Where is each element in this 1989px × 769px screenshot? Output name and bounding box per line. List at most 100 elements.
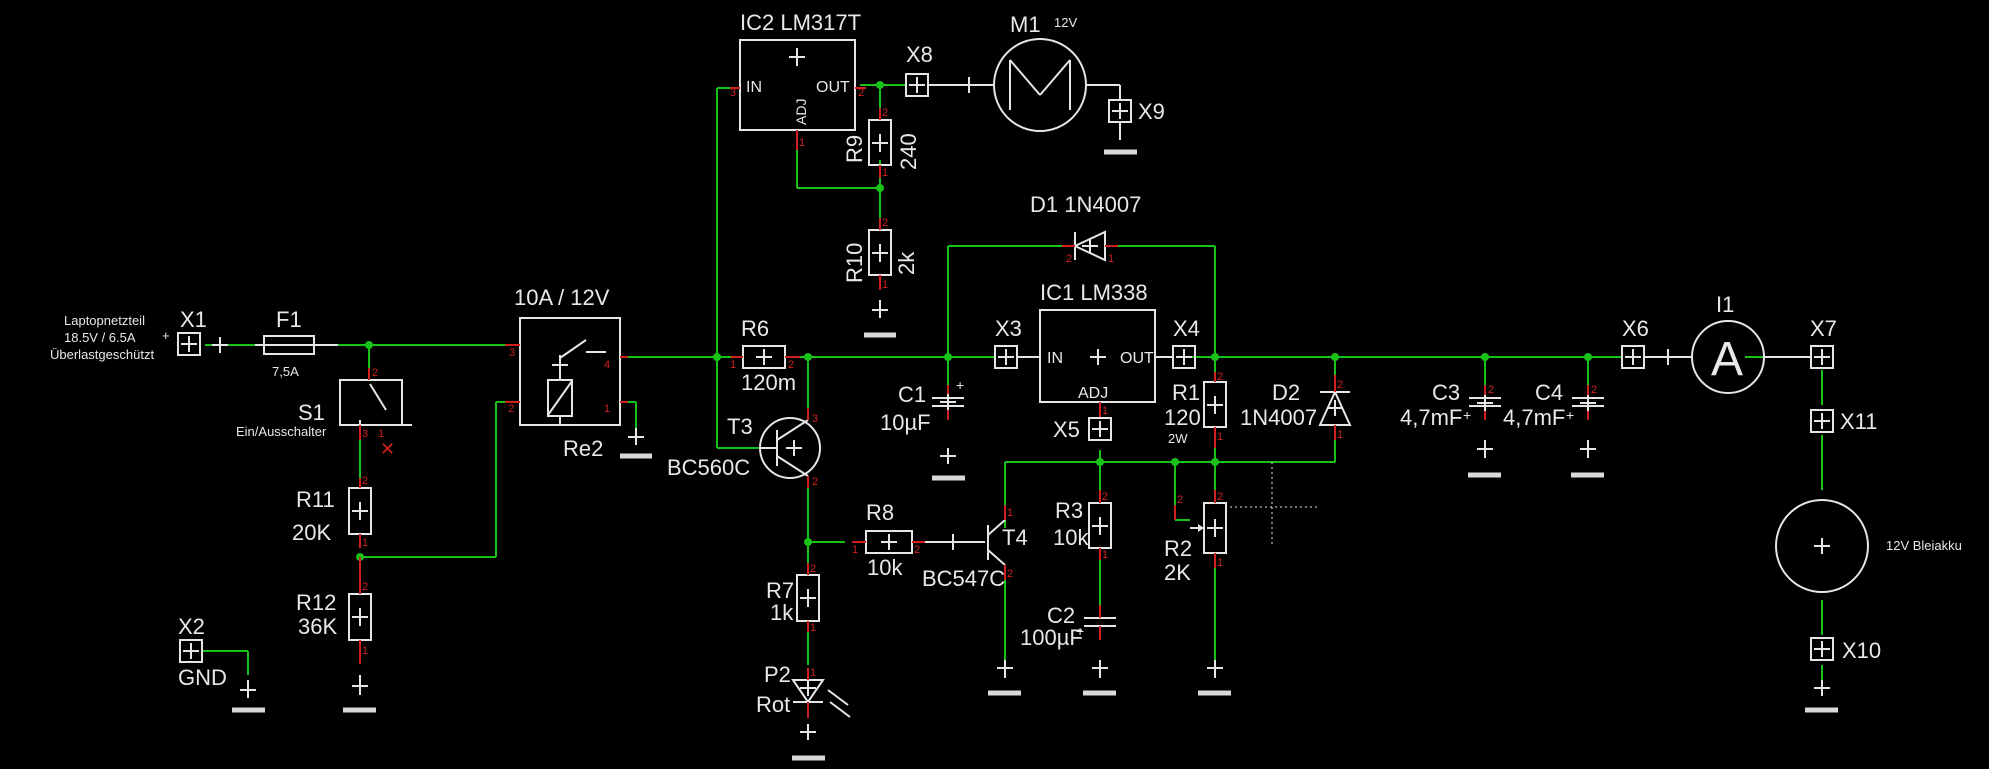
connector-x2[interactable]: X2 GND: [178, 614, 227, 690]
capacitor-c3[interactable]: 2 C3 4,7mF +: [1400, 380, 1501, 430]
led-p2[interactable]: 1 P2 Rot: [756, 662, 851, 740]
junctions: [356, 81, 1592, 561]
relay-re2[interactable]: 3 2 4 1 10A / 12V Re2: [505, 285, 628, 461]
relay-label: Re2: [563, 436, 603, 461]
resistor-r1[interactable]: 2 1 R1 120 2W: [1164, 371, 1227, 448]
f1-label: F1: [276, 307, 302, 332]
resistor-r9[interactable]: 2 1 R9 240: [842, 107, 921, 179]
resistor-r8[interactable]: 1 2 R8 10k: [852, 500, 925, 580]
t3-value: BC560C: [667, 455, 750, 480]
r12-label: R12: [296, 590, 336, 615]
svg-text:3: 3: [362, 428, 368, 440]
svg-text:4: 4: [604, 359, 610, 371]
x7-label: X7: [1810, 316, 1837, 341]
svg-text:1: 1: [604, 403, 610, 415]
r11-label: R11: [296, 487, 335, 512]
ic1-adj: ADJ: [1078, 385, 1108, 402]
svg-text:3: 3: [509, 347, 515, 359]
svg-text:1: 1: [730, 359, 736, 371]
resistor-r12[interactable]: 2 1 R12 36K: [296, 557, 372, 664]
r10-value: 2k: [894, 251, 919, 275]
c3-value: 4,7mF: [1400, 405, 1462, 430]
svg-text:2: 2: [1066, 253, 1072, 265]
svg-text:1: 1: [378, 428, 384, 440]
svg-text:1: 1: [1102, 549, 1108, 561]
c1-value: 10µF: [880, 410, 931, 435]
connector-x5[interactable]: X5: [1053, 417, 1112, 442]
r1-label: R1: [1172, 380, 1200, 405]
i1-label: I1: [1716, 292, 1734, 317]
svg-text:3: 3: [812, 413, 818, 425]
transistor-t3[interactable]: 3 2 T3 BC560C: [667, 408, 821, 488]
c4-value: 4,7mF: [1503, 405, 1565, 430]
connector-x11[interactable]: X11: [1810, 409, 1878, 434]
r8-value: 10k: [867, 555, 903, 580]
diode-d1[interactable]: 2 1 D1 1N4007: [1030, 192, 1141, 265]
x1-plus: +: [162, 328, 170, 343]
resistor-r11[interactable]: 2 1 R11 20K: [292, 475, 372, 549]
ammeter-i1[interactable]: A I1: [1691, 292, 1765, 394]
r7-label: R7: [766, 578, 794, 603]
x3-label: X3: [995, 316, 1022, 341]
ground-t4: [988, 660, 1021, 696]
ground-relay: [620, 428, 652, 459]
connector-x8[interactable]: X8: [905, 42, 933, 97]
svg-text:3: 3: [730, 87, 736, 99]
x8-label: X8: [906, 42, 933, 67]
d1-label: D1 1N4007: [1030, 192, 1141, 217]
resistor-r7[interactable]: 2 1 R7 1k: [766, 563, 820, 634]
r11-value: 20K: [292, 520, 331, 545]
transistor-t4[interactable]: 1 2 T4 BC547C: [922, 505, 1028, 591]
capacitor-c1[interactable]: + C1 10µF: [880, 377, 964, 435]
connector-x6[interactable]: X6: [1621, 316, 1649, 369]
r9-value: 240: [896, 133, 921, 170]
connector-x1[interactable]: X1: [177, 307, 207, 356]
connector-x10[interactable]: X10: [1810, 637, 1881, 663]
svg-text:1: 1: [810, 622, 816, 634]
svg-text:2: 2: [810, 563, 816, 575]
ic2-label: IC2 LM317T: [740, 10, 861, 35]
svg-text:+: +: [956, 377, 964, 393]
connector-x7[interactable]: X7: [1810, 316, 1837, 369]
svg-text:1: 1: [882, 279, 888, 291]
r8-label: R8: [866, 500, 894, 525]
svg-text:1: 1: [1337, 429, 1343, 441]
d2-value: 1N4007: [1240, 405, 1317, 430]
c4-label: C4: [1535, 380, 1563, 405]
resistor-r3[interactable]: 2 1 R3 10k: [1053, 490, 1112, 561]
m1-value: 12V: [1054, 15, 1077, 30]
ground-r2: [1198, 660, 1231, 696]
wires: [203, 84, 1823, 690]
potentiometer-r2[interactable]: 2 2 1 R2 2K: [1164, 490, 1227, 585]
fuse-f1[interactable]: F1 7,5A: [255, 307, 338, 379]
relay-rating: 10A / 12V: [514, 285, 610, 310]
svg-text:1: 1: [362, 645, 368, 657]
connector-x4[interactable]: X4: [1172, 316, 1200, 369]
svg-text:1: 1: [1108, 253, 1114, 265]
resistor-r10[interactable]: 2 1 R10 2k: [842, 217, 919, 291]
svg-text:1: 1: [362, 537, 368, 549]
c2-value: 100µF: [1020, 625, 1083, 650]
connector-x3[interactable]: X3: [994, 316, 1022, 369]
svg-text:2: 2: [914, 544, 920, 556]
diode-d2[interactable]: 2 1 D2 1N4007: [1240, 375, 1352, 441]
ic1-in: IN: [1047, 350, 1063, 367]
switch-s1[interactable]: 2 3 1 S1 Ein/Ausschalter ✕: [236, 367, 412, 459]
c1-label: C1: [898, 382, 926, 407]
capacitor-c2[interactable]: + C2 100µF: [1020, 603, 1116, 650]
svg-text:2: 2: [1217, 491, 1223, 503]
svg-text:2: 2: [1591, 384, 1597, 396]
connector-x9[interactable]: X9: [1108, 99, 1165, 124]
s1-desc: Ein/Ausschalter: [236, 424, 327, 439]
x4-label: X4: [1173, 316, 1200, 341]
regulator-ic2[interactable]: 3 2 1 IN OUT ADJ IC2 LM317T: [730, 10, 866, 150]
capacitor-c4[interactable]: 2 C4 4,7mF +: [1503, 380, 1604, 430]
regulator-ic1[interactable]: 1 IN OUT ADJ IC1 LM338: [1039, 280, 1156, 418]
motor-m1[interactable]: M1 12V: [993, 12, 1087, 132]
battery[interactable]: 12V Bleiakku: [1775, 499, 1962, 593]
svg-text:2: 2: [372, 367, 378, 379]
r1-power: 2W: [1168, 431, 1188, 446]
ground-c1: [932, 448, 965, 481]
resistor-r6[interactable]: 1 2 R6 120m: [730, 316, 800, 395]
